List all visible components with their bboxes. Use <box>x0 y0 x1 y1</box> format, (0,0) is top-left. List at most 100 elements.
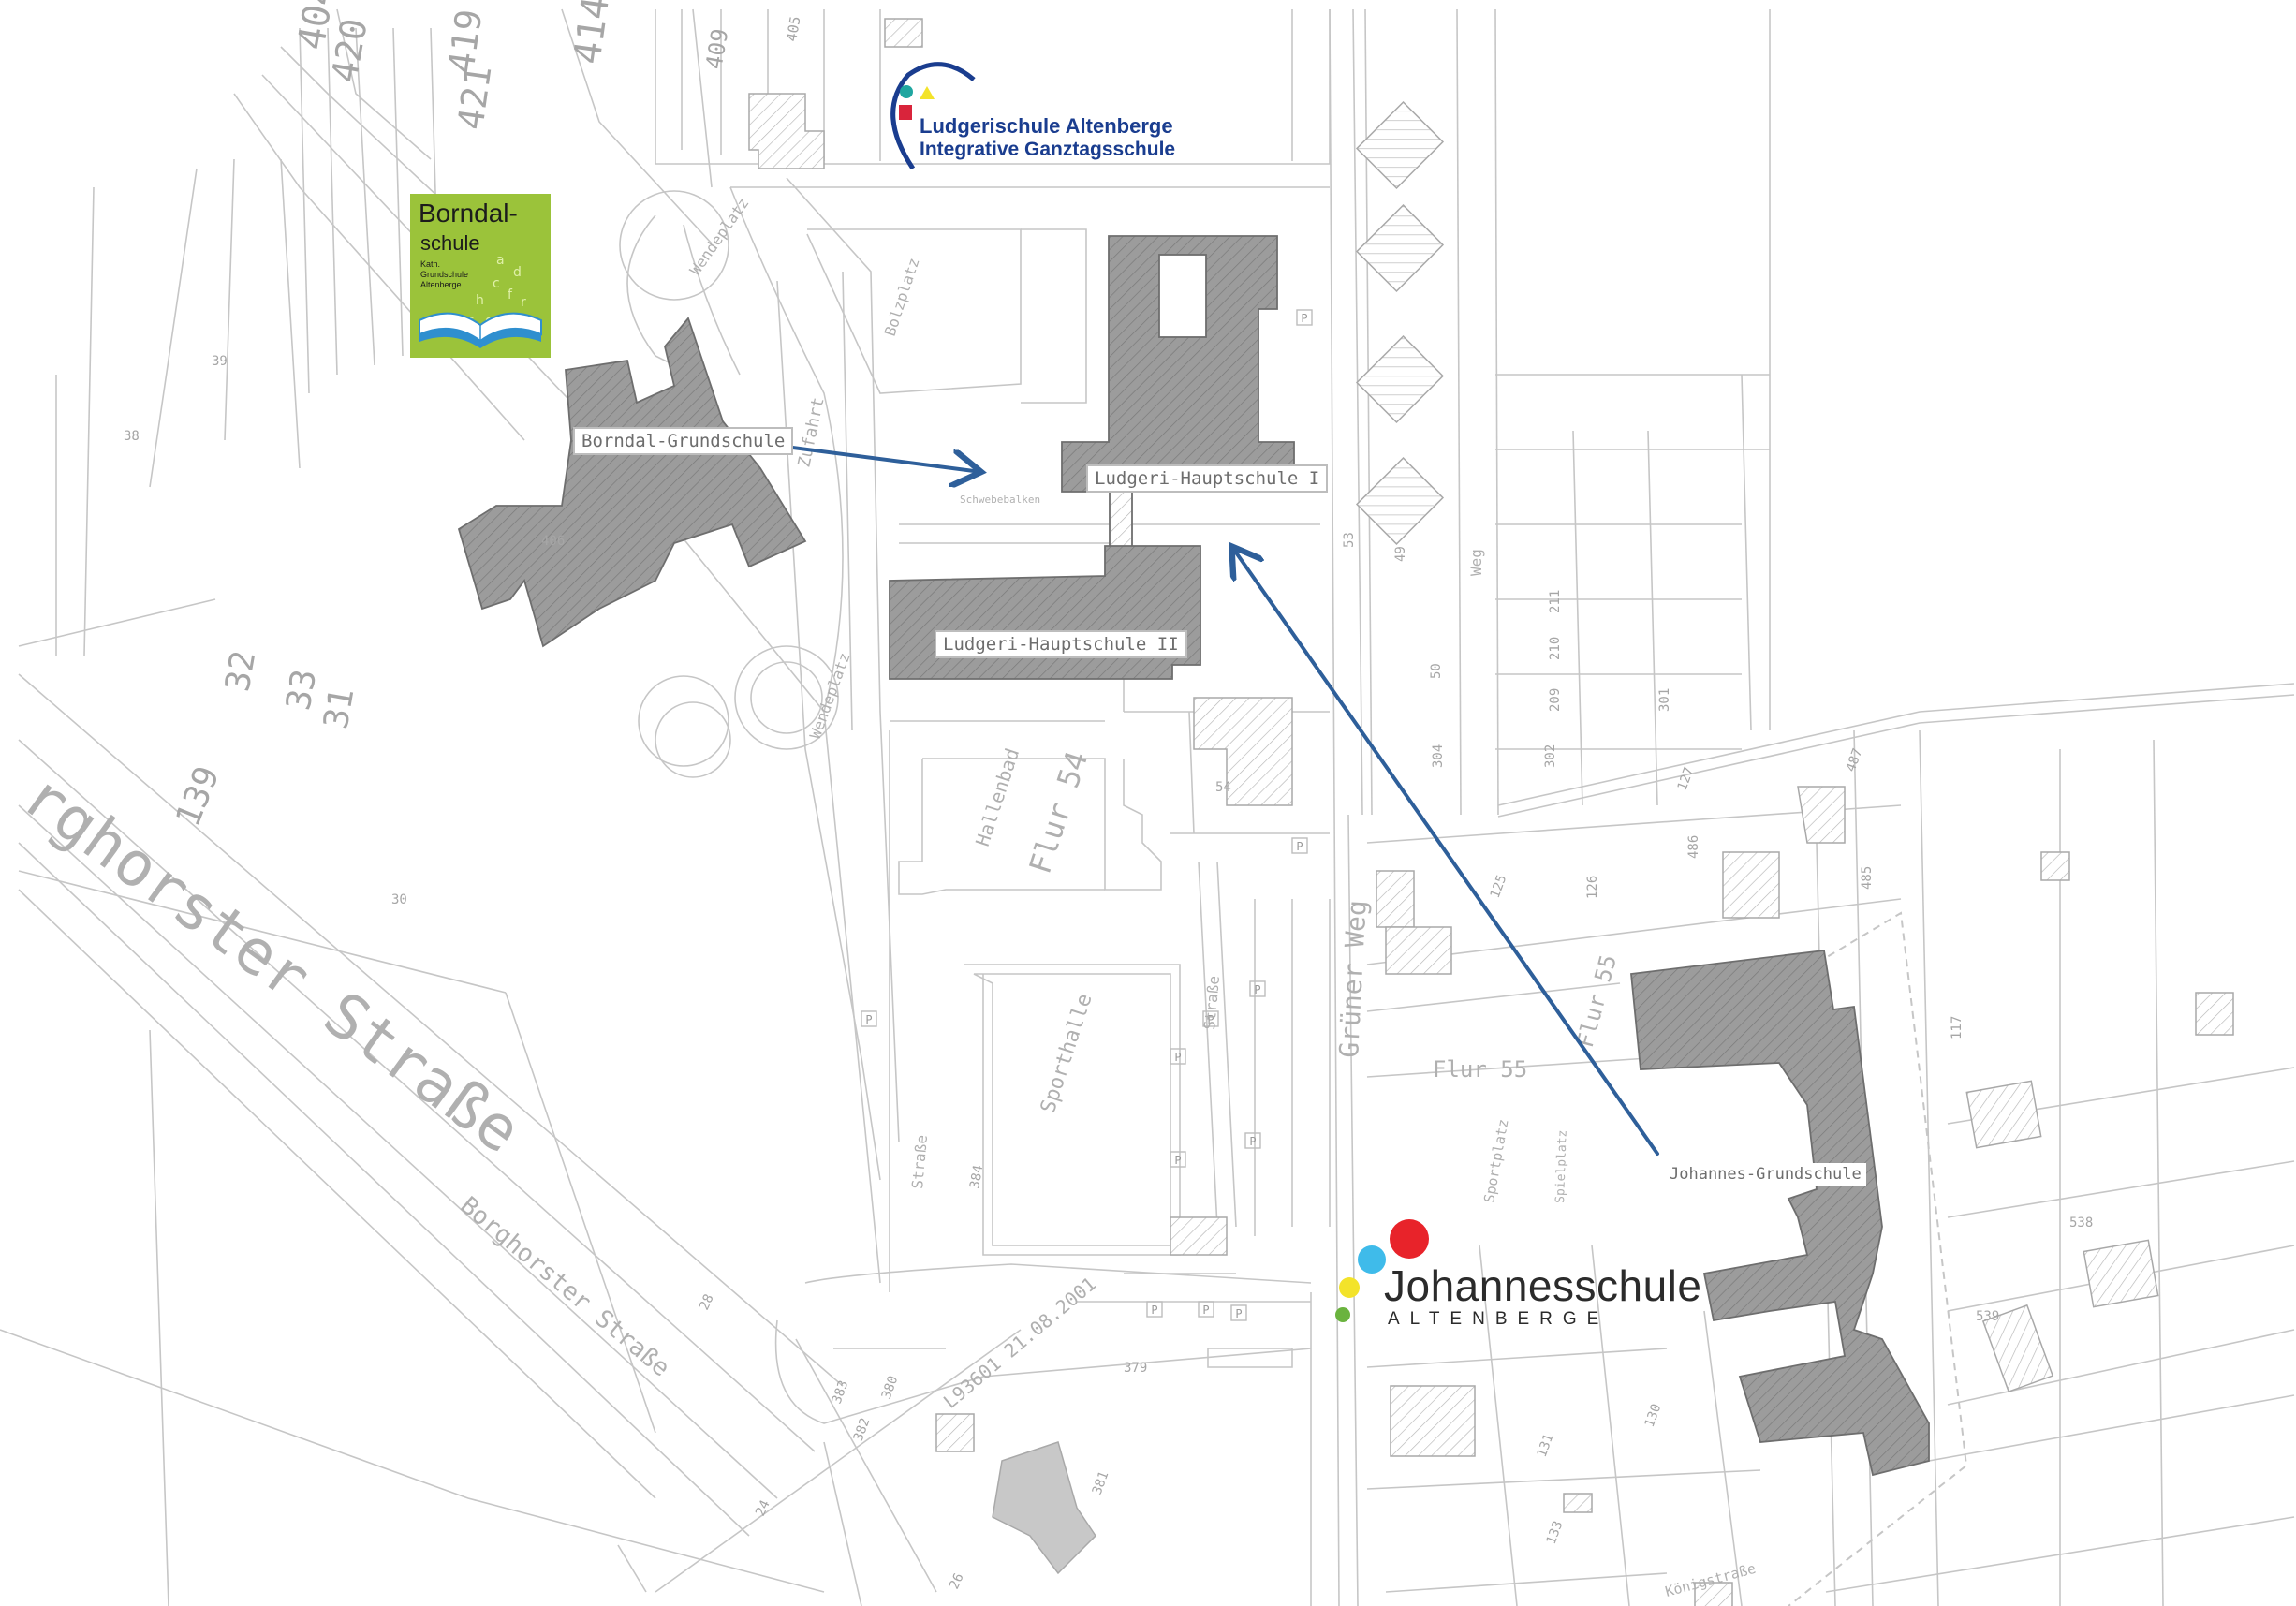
svg-text:P: P <box>1235 1307 1242 1320</box>
street-gruener-weg: Grüner Weg <box>1333 899 1373 1058</box>
parcel-405: 405 <box>783 15 803 43</box>
parcel-380: 380 <box>879 1374 902 1401</box>
school-buildings <box>457 235 1930 1477</box>
parcel-32: 32 <box>218 648 263 695</box>
parcel-486: 486 <box>1686 835 1701 859</box>
parcel-382: 382 <box>851 1416 874 1443</box>
book-icon: adc fhr ge6 <box>419 253 542 348</box>
johannes-logo: Johannesschule ALTENBERGE <box>1328 1214 1702 1335</box>
borndal-logo-line3: Kath. Grundschule Altenberge <box>420 259 469 289</box>
logo-dot-red-icon <box>1390 1219 1429 1259</box>
svg-text:h: h <box>476 293 484 308</box>
borndal-building-shape <box>457 317 807 648</box>
area-flur55a: Flur 55 <box>1433 1056 1527 1083</box>
svg-text:P: P <box>1174 1051 1181 1064</box>
parcel-24: 24 <box>753 1498 773 1519</box>
street-weg: Weg <box>1467 549 1485 576</box>
svg-text:P: P <box>1202 1304 1209 1317</box>
ludgeri-logo: Ludgerischule Altenberge Integrative Gan… <box>871 56 1175 169</box>
parcel-409: 409 <box>700 26 733 71</box>
svg-text:P: P <box>865 1013 872 1026</box>
parcel-50: 50 <box>1429 663 1444 679</box>
parcel-384: 384 <box>967 1164 986 1190</box>
johannes-logo-line1: Johannesschule <box>1384 1261 1702 1310</box>
parcel-210: 210 <box>1548 637 1563 660</box>
parcel-49: 49 <box>1393 546 1408 562</box>
svg-text:P: P <box>1301 312 1307 325</box>
parcel-539: 539 <box>1976 1309 1999 1324</box>
area-sportplatz: Sportplatz <box>1480 1118 1511 1204</box>
parcel-419: 419 <box>440 7 490 76</box>
johannes-logo-line2: ALTENBERGE <box>1388 1309 1610 1329</box>
area-schwebebalken: Schwebebalken <box>960 494 1040 506</box>
parcel-304: 304 <box>1431 744 1446 768</box>
label-ludgeri-hauptschule-1: Ludgeri-Hauptschule I <box>1086 464 1329 493</box>
street-borghorster-big: rghorster Straße <box>10 759 535 1168</box>
ludgeri-2-building-shape <box>889 545 1201 680</box>
street-strasse-2: Straße <box>1200 975 1223 1030</box>
label-borndal-grundschule: Borndal-Grundschule <box>573 427 794 455</box>
parcel-130: 130 <box>1642 1402 1665 1429</box>
svg-text:c: c <box>493 276 500 291</box>
svg-text:d: d <box>513 265 522 280</box>
svg-text:a: a <box>496 253 505 268</box>
svg-text:f: f <box>508 287 513 302</box>
svg-text:P: P <box>1207 1013 1214 1026</box>
area-flur54: Flur 54 <box>1022 746 1095 877</box>
area-l-nummer: L93601 21.08.2001 <box>939 1273 1100 1413</box>
parcel-38: 38 <box>124 429 140 444</box>
street-strasse-1: Straße <box>908 1134 931 1189</box>
parcel-381: 381 <box>1090 1469 1112 1496</box>
parcel-139: 139 <box>169 761 227 832</box>
borndal-logo-line2: schule <box>420 231 480 255</box>
parking-markers: P P P P P P P P P P P <box>861 309 1313 1321</box>
parcel-414: 414 <box>566 0 618 66</box>
borndal-logo-line1: Borndal- <box>419 199 518 228</box>
parcel-125: 125 <box>1488 873 1510 900</box>
courtyard <box>1158 254 1207 338</box>
svg-text:P: P <box>1174 1154 1181 1167</box>
logo-dot-yellow-icon <box>1339 1277 1360 1298</box>
parcel-131: 131 <box>1535 1432 1557 1459</box>
parcel-379: 379 <box>1124 1361 1147 1376</box>
parcel-485: 485 <box>1860 866 1875 890</box>
parcel-421: 421 <box>449 63 499 132</box>
ludgeri-logo-line2: Integrative Ganztagsschule <box>920 139 1176 160</box>
parcel-31: 31 <box>316 685 361 732</box>
parcel-26: 26 <box>947 1571 967 1592</box>
arrow-icon <box>1236 553 1659 1156</box>
street-wendeplatz-2: Wendeplatz <box>806 650 854 741</box>
parcel-33: 33 <box>279 667 324 714</box>
ludgeri-arc-logo-icon <box>890 62 976 169</box>
parcel-383: 383 <box>830 1378 852 1406</box>
label-ludgeri-hauptschule-2: Ludgeri-Hauptschule II <box>935 630 1187 658</box>
ludgeri-logo-line1: Ludgerischule Altenberge <box>920 114 1173 138</box>
area-flur55b: Flur 55 <box>1572 952 1622 1051</box>
parcel-53: 53 <box>1342 532 1357 548</box>
parcel-301: 301 <box>1657 688 1672 712</box>
svg-text:P: P <box>1249 1135 1256 1148</box>
parcel-487: 487 <box>1844 746 1866 774</box>
svg-text:r: r <box>521 295 526 310</box>
parcel-117: 117 <box>1950 1016 1965 1039</box>
logo-dot-blue-icon <box>1358 1245 1386 1274</box>
street-zufahrt: Zufahrt <box>794 395 828 469</box>
parcel-30: 30 <box>391 892 407 907</box>
parcel-538: 538 <box>2069 1216 2093 1230</box>
area-hallenbad: Hallenbad <box>971 745 1023 848</box>
svg-text:P: P <box>1296 840 1303 853</box>
parcel-126: 126 <box>1585 876 1600 899</box>
svg-text:P: P <box>1151 1304 1157 1317</box>
ludgeri-1-building-shape <box>1061 235 1295 493</box>
borndal-logo: Borndal- schule Kath. Grundschule Altenb… <box>410 194 551 358</box>
area-bolzplatz: Bolzplatz <box>881 256 923 338</box>
area-sporthalle: Sporthalle <box>1037 991 1097 1116</box>
parcel-211: 211 <box>1548 590 1563 613</box>
street-wendeplatz-1: Wendeplatz <box>686 194 753 278</box>
parcel-133: 133 <box>1544 1519 1567 1546</box>
neighbour-buildings <box>748 18 2234 1606</box>
parcel-406: 406 <box>541 534 565 549</box>
parcel-numbers: 404 405 406 414 420 419 421 409 39 38 30… <box>124 0 2093 1592</box>
johannes-building-shape <box>1630 950 1930 1477</box>
